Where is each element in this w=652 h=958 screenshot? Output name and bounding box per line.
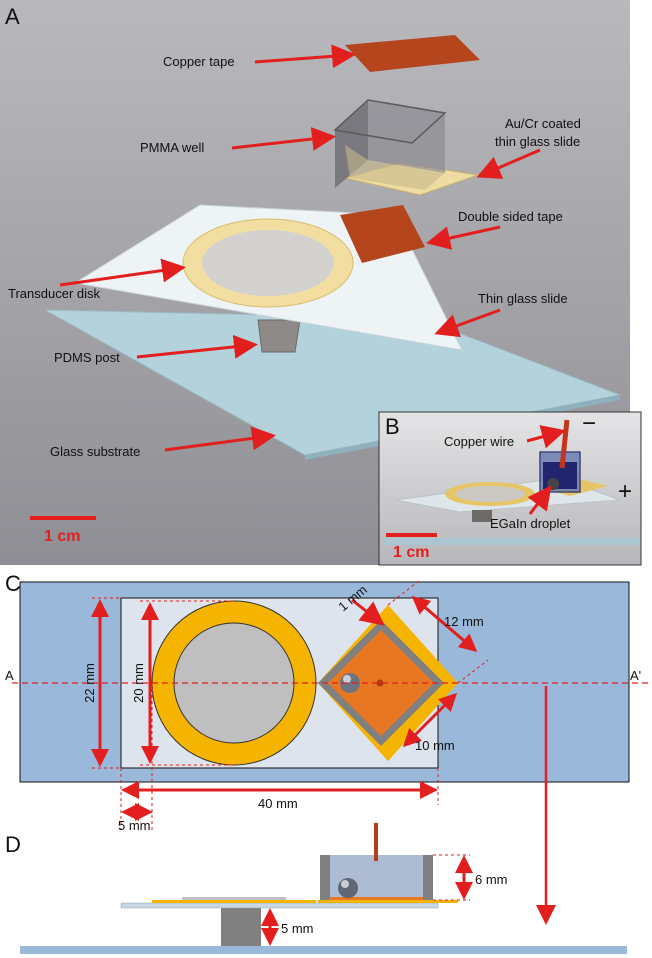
side-substrate xyxy=(20,946,627,954)
panel-c-letter: C xyxy=(5,571,21,596)
pdms-post xyxy=(257,319,301,353)
scale-label-a: 1 cm xyxy=(44,528,80,545)
panel-d: D 6 mm 5 mm xyxy=(5,823,627,954)
scale-label-b: 1 cm xyxy=(393,544,429,561)
arrow-egain xyxy=(527,485,552,515)
dim-arrow-1 xyxy=(351,598,385,626)
inset-pdms-post xyxy=(472,510,492,522)
label-aucr-line2: thin glass slide xyxy=(495,134,580,149)
arrow-pdms xyxy=(136,334,258,359)
pmma-well-top xyxy=(333,99,447,144)
dim-label-6: 6 mm xyxy=(475,872,508,887)
arrow-aucr xyxy=(476,148,541,179)
label-copper-wire: Copper wire xyxy=(444,434,514,449)
label-transducer: Transducer disk xyxy=(8,286,100,301)
panel-d-letter: D xyxy=(5,832,21,857)
arrow-thin-glass xyxy=(434,308,501,338)
label-plus: + xyxy=(618,478,632,505)
section-label-a-prime: A' xyxy=(630,668,641,683)
arrow-pmma-well xyxy=(231,127,336,151)
double-sided-tape xyxy=(340,205,425,263)
side-well-left-wall xyxy=(320,855,330,900)
panel-a-letter: A xyxy=(5,4,20,29)
side-well-right-wall xyxy=(423,855,433,900)
inset-egain-droplet xyxy=(547,478,559,490)
guide-diag-12b xyxy=(457,659,489,684)
side-transducer-grey xyxy=(182,897,286,900)
copper-tape xyxy=(345,35,480,72)
pmma-well-front xyxy=(368,100,445,173)
side-transducer-gold xyxy=(152,900,316,903)
label-substrate: Glass substrate xyxy=(50,444,140,459)
dim-arrow-12 xyxy=(411,596,478,652)
transducer-disk-center xyxy=(202,230,334,296)
panel-b-letter: B xyxy=(385,414,400,439)
label-egain: EGaIn droplet xyxy=(490,516,571,531)
panel-b: B Copper wire − + EGaIn droplet 1 cm xyxy=(378,410,642,566)
dim-label-side-5: 5 mm xyxy=(281,921,314,936)
arrow-copper-tape xyxy=(254,44,356,69)
side-egain-highlight xyxy=(341,880,349,888)
pmma-well-inner xyxy=(345,145,445,190)
side-thin-glass xyxy=(120,902,439,909)
label-thin-glass: Thin glass slide xyxy=(478,291,568,306)
arrow-copper-wire xyxy=(526,425,566,449)
label-pmma-well: PMMA well xyxy=(140,140,204,155)
arrow-transducer xyxy=(59,258,186,287)
label-aucr-line1: Au/Cr coated xyxy=(505,116,581,131)
label-copper-tape: Copper tape xyxy=(163,54,235,69)
top-egain-highlight xyxy=(343,675,351,683)
dim-label-10: 10 mm xyxy=(415,738,455,753)
panel-a: A Copper tape PMMA well Au/Cr coated thi… xyxy=(0,0,630,565)
guide-diag-12a xyxy=(387,579,421,606)
side-aucr xyxy=(318,900,458,903)
top-wire-dot xyxy=(376,679,384,687)
side-copper-wire xyxy=(374,823,378,861)
label-minus: − xyxy=(582,410,596,437)
dim-arrow-10 xyxy=(402,692,458,748)
dim-label-12: 12 mm xyxy=(444,614,484,629)
inset-disk-center xyxy=(455,486,525,502)
panel-c: C A A' 22 mm 20 mm xyxy=(5,571,652,925)
dim-label-5: 5 mm xyxy=(118,818,151,833)
dim-label-20: 20 mm xyxy=(131,663,146,703)
side-copper-tape xyxy=(330,897,423,900)
dim-label-22: 22 mm xyxy=(82,663,97,703)
arrow-double-tape xyxy=(426,225,501,250)
inset-substrate xyxy=(384,538,640,545)
dim-label-40: 40 mm xyxy=(258,796,298,811)
side-pdms-post xyxy=(221,908,261,946)
label-pdms: PDMS post xyxy=(54,350,120,365)
section-label-a: A xyxy=(5,668,14,683)
arrow-substrate xyxy=(164,426,276,452)
side-egain-droplet xyxy=(338,878,358,898)
label-double-tape: Double sided tape xyxy=(458,209,563,224)
